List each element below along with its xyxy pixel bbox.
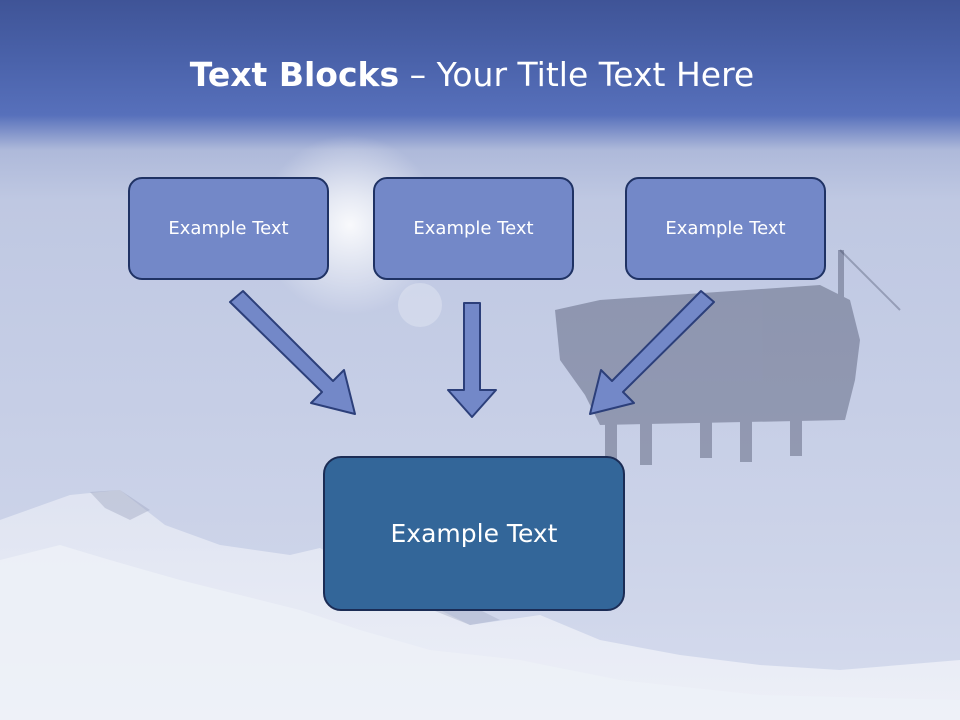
text-block-1: Example Text xyxy=(128,177,329,280)
lens-flare xyxy=(398,283,442,327)
text-block-3: Example Text xyxy=(625,177,826,280)
slide-title: Text Blocks – Your Title Text Here xyxy=(0,52,944,98)
title-bold: Text Blocks xyxy=(189,55,400,94)
arrow-left-diagonal xyxy=(229,290,356,415)
target-text-block: Example Text xyxy=(323,456,625,611)
arrow-center-down xyxy=(447,302,497,418)
chairlift-silhouette xyxy=(555,250,860,465)
arrow-right-diagonal xyxy=(589,290,715,415)
text-block-2: Example Text xyxy=(373,177,574,280)
title-rest: – Your Title Text Here xyxy=(399,55,755,94)
